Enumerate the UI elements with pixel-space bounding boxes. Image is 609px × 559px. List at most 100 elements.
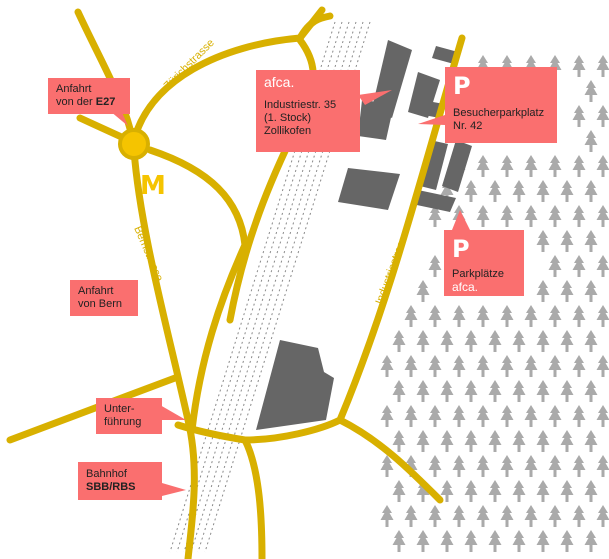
tree-icon <box>512 480 526 502</box>
tree-icon <box>572 205 586 227</box>
tree-icon <box>488 480 502 502</box>
tree-icon <box>416 530 430 552</box>
tree-icon <box>428 455 442 477</box>
tree-icon <box>512 330 526 352</box>
tree-icon <box>524 455 538 477</box>
tree-icon <box>548 455 562 477</box>
tree-icon <box>488 330 502 352</box>
tree-icon <box>560 480 574 502</box>
tree-icon <box>464 530 478 552</box>
tree-icon <box>500 505 514 527</box>
building <box>420 140 448 190</box>
tree-icon <box>428 305 442 327</box>
mcdonalds-logo-icon: M <box>140 171 166 201</box>
tree-icon <box>452 305 466 327</box>
tree-icon <box>452 505 466 527</box>
tree-icon <box>596 155 609 177</box>
tree-icon <box>596 405 609 427</box>
tree-icon <box>380 405 394 427</box>
tree-icon <box>584 180 598 202</box>
tree-icon <box>404 505 418 527</box>
tree-icon <box>512 180 526 202</box>
tree-icon <box>548 405 562 427</box>
tree-icon <box>488 380 502 402</box>
tree-icon <box>536 480 550 502</box>
callout-e27-line1: Anfahrt <box>56 83 92 95</box>
parkplaetze-label: Parkplätze <box>452 268 504 280</box>
tree-icon <box>428 505 442 527</box>
tree-icon <box>416 380 430 402</box>
tree-icon <box>572 255 586 277</box>
tree-icon <box>392 380 406 402</box>
callout-afca-address: afca. Industriestr. 35 (1. Stock) Zollik… <box>256 70 360 152</box>
tree-icon <box>524 205 538 227</box>
tree-icon <box>596 455 609 477</box>
afca-address-city: Zollikofen <box>264 125 312 137</box>
tree-icon <box>512 380 526 402</box>
tree-icon <box>476 305 490 327</box>
tree-icon <box>572 455 586 477</box>
tree-icon <box>596 255 609 277</box>
tree-icon <box>476 355 490 377</box>
tree-icon <box>524 405 538 427</box>
tree-icon <box>488 180 502 202</box>
tree-icon <box>524 155 538 177</box>
tree-icon <box>440 330 454 352</box>
callout-anfahrt-bern: Anfahrt von Bern <box>70 280 138 316</box>
tree-icon <box>524 505 538 527</box>
tree-icon <box>404 355 418 377</box>
tree-icon <box>536 230 550 252</box>
tree-icon <box>584 330 598 352</box>
tree-icon <box>560 430 574 452</box>
tree-icon <box>524 305 538 327</box>
tree-icon <box>572 405 586 427</box>
tree-icon <box>440 430 454 452</box>
callout-bahnhof-line2: SBB/RBS <box>86 481 136 493</box>
afca-address-street: Industriestr. 35 <box>264 99 337 111</box>
tree-icon <box>596 355 609 377</box>
tree-icon <box>452 355 466 377</box>
tree-icon <box>536 380 550 402</box>
tree-icon <box>392 330 406 352</box>
tree-icon <box>560 530 574 552</box>
zurichstrasse-road <box>130 6 326 144</box>
tree-icon <box>572 505 586 527</box>
tree-icon <box>548 255 562 277</box>
building <box>338 168 400 210</box>
building <box>412 190 456 212</box>
buildings <box>256 40 472 430</box>
tree-icon <box>572 355 586 377</box>
tree-icon <box>536 280 550 302</box>
tree-icon <box>488 430 502 452</box>
tree-icon <box>584 130 598 152</box>
tree-icon <box>548 305 562 327</box>
tree-icon <box>584 480 598 502</box>
besucher-number: Nr. 42 <box>453 120 483 132</box>
tree-icon <box>416 330 430 352</box>
tree-icon <box>596 305 609 327</box>
tree-icon <box>512 430 526 452</box>
tree-icon <box>428 405 442 427</box>
tree-icon <box>416 280 430 302</box>
tree-icon <box>488 530 502 552</box>
tree-icon <box>524 355 538 377</box>
tree-icon <box>476 205 490 227</box>
callout-bahnhof-line1: Bahnhof <box>86 468 127 480</box>
tree-icon <box>572 55 586 77</box>
tree-icon <box>380 355 394 377</box>
callout-unterfuehrung-line1: Unter- <box>104 403 135 415</box>
tree-icon <box>560 330 574 352</box>
tree-icon <box>584 380 598 402</box>
tree-icon <box>596 105 609 127</box>
callout-e27: Anfahrt von der E27 <box>48 78 130 114</box>
tree-icon <box>536 530 550 552</box>
tree-icon <box>536 330 550 352</box>
parking-p-icon: P <box>452 235 470 263</box>
tree-icon <box>548 155 562 177</box>
tree-icon <box>392 530 406 552</box>
callout-e27-line2-bold: E27 <box>95 96 116 108</box>
tree-icon <box>452 405 466 427</box>
tree-icon <box>548 355 562 377</box>
tree-icon <box>476 455 490 477</box>
callout-besucherparkplatz: P Besucherparkplatz Nr. 42 <box>445 67 557 143</box>
